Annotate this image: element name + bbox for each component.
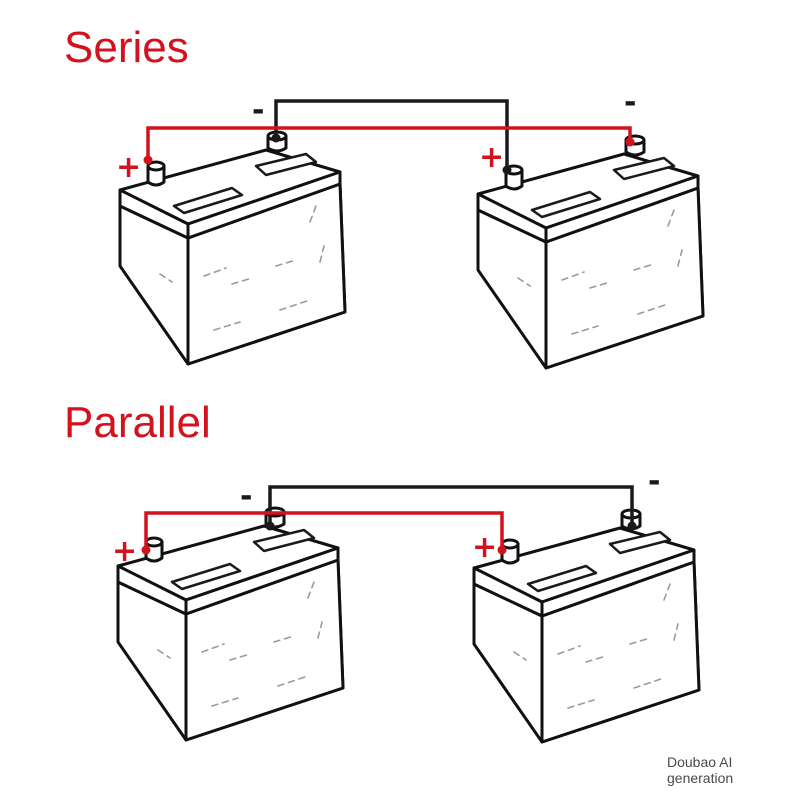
series-negative-link-wire (274, 99, 509, 172)
series-right-negative-label: - (624, 85, 636, 120)
parallel-left-negative-dot (265, 521, 275, 531)
series-positive-link-wire (146, 126, 632, 162)
series-right-positive-dot (502, 165, 512, 175)
parallel-left-positive-dot (141, 545, 151, 555)
series-left-negative-label: - (252, 93, 264, 128)
series-left-negative-dot (271, 133, 281, 143)
series-left-positive-label: + (116, 150, 141, 185)
series-diagram: + - + - (116, 85, 705, 370)
parallel-left-positive-label: + (112, 534, 137, 569)
parallel-battery-right (472, 508, 701, 744)
parallel-battery-left (116, 506, 345, 742)
series-right-negative-dot (625, 137, 635, 147)
parallel-right-positive-label: + (472, 530, 497, 565)
watermark-line-1: Doubao AI (667, 754, 732, 770)
series-title: Series (64, 23, 189, 72)
watermark-line-2: generation (667, 770, 733, 786)
parallel-negative-wire (268, 485, 634, 528)
series-battery-left (118, 130, 347, 366)
parallel-right-positive-dot (497, 545, 507, 555)
series-left-positive-dot (143, 155, 153, 165)
series-battery-right (476, 134, 705, 370)
series-right-positive-label: + (479, 140, 504, 175)
parallel-diagram: + - + - (112, 464, 701, 744)
parallel-positive-wire (144, 511, 504, 552)
parallel-right-negative-label: - (648, 464, 660, 499)
parallel-title: Parallel (64, 398, 211, 447)
parallel-left-negative-label: - (240, 479, 252, 514)
parallel-right-negative-dot (627, 521, 637, 531)
